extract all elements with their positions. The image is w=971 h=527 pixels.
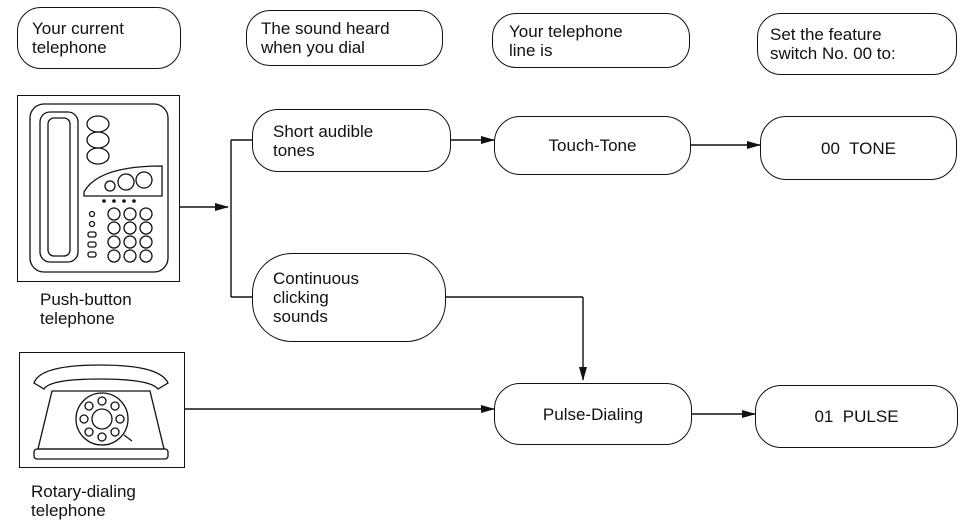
continuous-clicks-box: Continuous clicking sounds xyxy=(252,253,446,342)
touch-tone-box: Touch-Tone xyxy=(494,116,691,175)
tone-setting-box: 00 TONE xyxy=(760,116,957,180)
rotary-phone-label: Rotary-dialing telephone xyxy=(31,482,136,520)
header-current-phone: Your current telephone xyxy=(17,7,181,69)
short-tones-box: Short audible tones xyxy=(252,109,451,172)
push-button-phone-label: Push-button telephone xyxy=(40,290,132,328)
push-button-phone-frame xyxy=(17,95,180,282)
push-button-phone-icon xyxy=(29,103,169,273)
pulse-setting-box: 01 PULSE xyxy=(755,385,958,448)
header-line-type: Your telephone line is xyxy=(492,13,690,68)
pulse-dialing-box: Pulse-Dialing xyxy=(494,383,692,445)
rotary-phone-icon xyxy=(33,364,169,460)
header-set-switch: Set the feature switch No. 00 to: xyxy=(757,13,957,75)
header-sound-heard: The sound heard when you dial xyxy=(246,10,443,66)
rotary-phone-frame xyxy=(19,352,185,468)
